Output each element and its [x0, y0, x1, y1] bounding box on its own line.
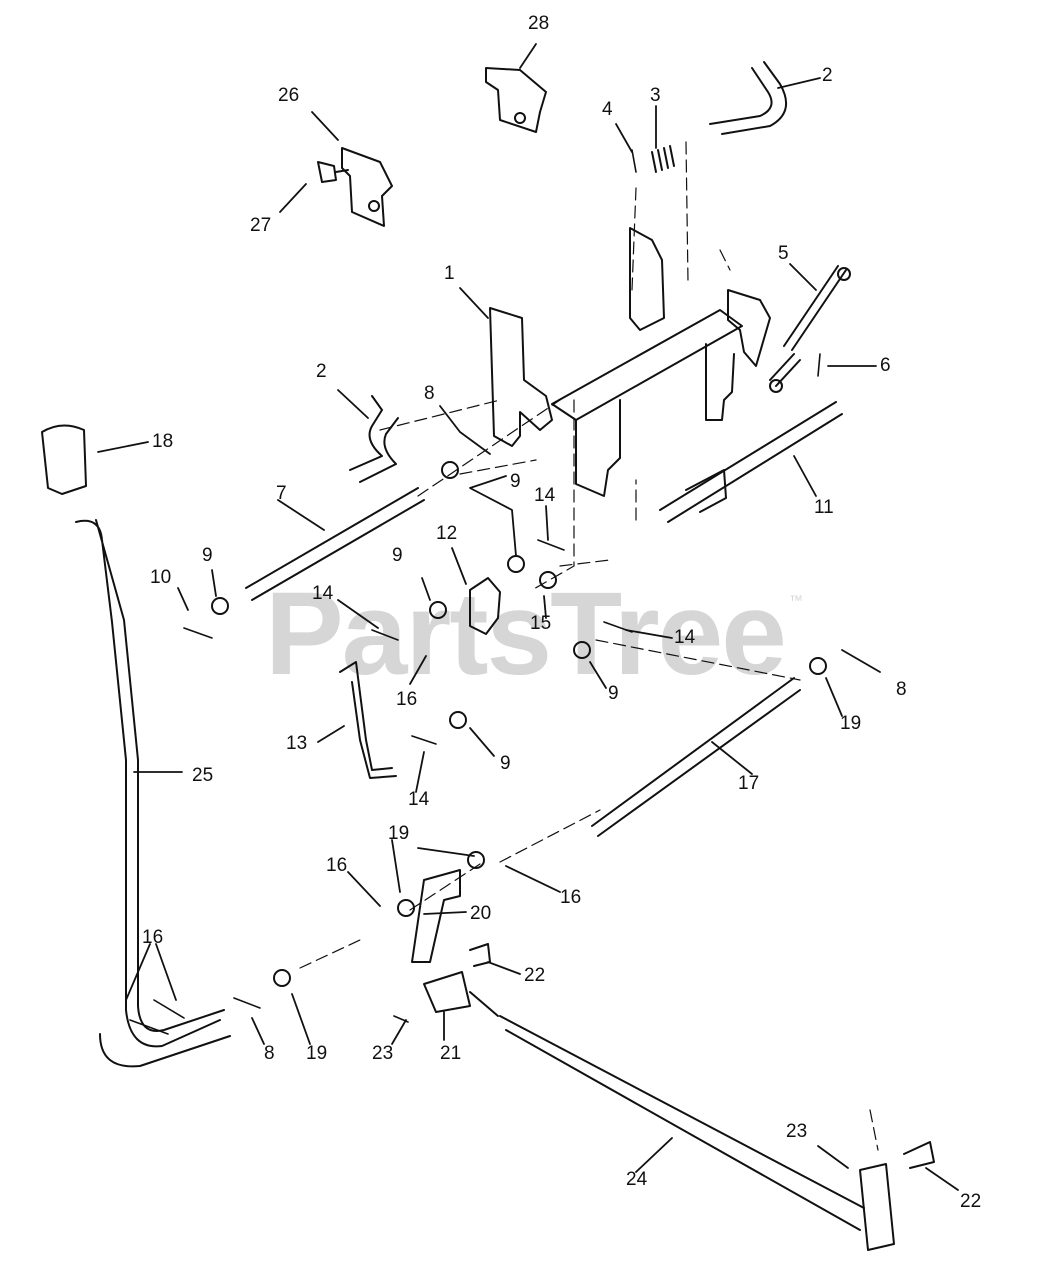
callout-5: 5	[778, 243, 789, 264]
callout-25: 25	[192, 765, 214, 786]
callout-15: 15	[530, 613, 552, 634]
callout-2b: 2	[316, 361, 327, 382]
part-18-knob	[41, 424, 87, 495]
part-1-frame	[489, 307, 553, 447]
callout-10: 10	[150, 567, 172, 588]
callout-16d: 16	[142, 927, 164, 948]
callout-3: 3	[650, 85, 661, 106]
callout-23b: 23	[786, 1121, 808, 1142]
callout-13: 13	[286, 733, 308, 754]
callout-12: 12	[436, 523, 458, 544]
callout-17: 17	[738, 773, 760, 794]
callout-7: 7	[276, 483, 287, 504]
callout-19b: 19	[388, 823, 410, 844]
callout-14: 14	[534, 485, 556, 506]
callout-19c: 19	[306, 1043, 328, 1064]
callout-16c: 16	[560, 887, 582, 908]
callout-9c: 9	[392, 545, 403, 566]
part-25-lever	[75, 519, 225, 1048]
callout-8: 8	[424, 383, 435, 404]
callout-9d: 9	[608, 683, 619, 704]
callout-14d: 14	[408, 789, 430, 810]
part-24-rod	[499, 1015, 865, 1231]
part-21-clevis	[423, 971, 499, 1017]
cotter-pins	[129, 149, 821, 1035]
callout-16b: 16	[326, 855, 348, 876]
part-7-rod	[245, 487, 425, 601]
callout-11: 11	[814, 497, 834, 518]
callout-6: 6	[880, 355, 891, 376]
part-12-link	[469, 577, 501, 635]
callout-2: 2	[822, 65, 833, 86]
callout-23: 23	[372, 1043, 394, 1064]
part-17-rod	[591, 677, 801, 837]
callout-16: 16	[396, 689, 418, 710]
callout-9: 9	[510, 471, 521, 492]
callout-20: 20	[470, 903, 492, 924]
part-22-pin	[469, 943, 491, 967]
callout-18: 18	[152, 431, 174, 452]
callout-14c: 14	[674, 627, 696, 648]
callout-4: 4	[602, 99, 613, 120]
part-11-rod	[659, 401, 843, 523]
callout-14b: 14	[312, 583, 334, 604]
part-2-lower-rod	[349, 395, 399, 483]
callout-26: 26	[278, 85, 300, 106]
callout-19: 19	[840, 713, 862, 734]
part-2-upper-rod	[709, 61, 788, 135]
callout-27: 27	[250, 215, 272, 236]
callout-8b: 8	[896, 679, 907, 700]
callout-28: 28	[528, 13, 550, 34]
part-28-bracket	[485, 67, 547, 133]
callout-9b: 9	[202, 545, 213, 566]
part-5-gas-spring	[769, 265, 847, 387]
callout-9e: 9	[500, 753, 511, 774]
callout-1: 1	[444, 263, 455, 284]
part-13-rod	[339, 661, 397, 779]
part-27-bolt	[317, 161, 349, 183]
callout-8c: 8	[264, 1043, 275, 1064]
part-3-spring	[651, 145, 675, 173]
callout-21: 21	[440, 1043, 462, 1064]
part-26-bracket	[341, 147, 393, 227]
part-20-link	[411, 869, 461, 963]
callout-24: 24	[626, 1169, 648, 1190]
callout-22: 22	[524, 965, 546, 986]
callout-22b: 22	[960, 1191, 982, 1212]
